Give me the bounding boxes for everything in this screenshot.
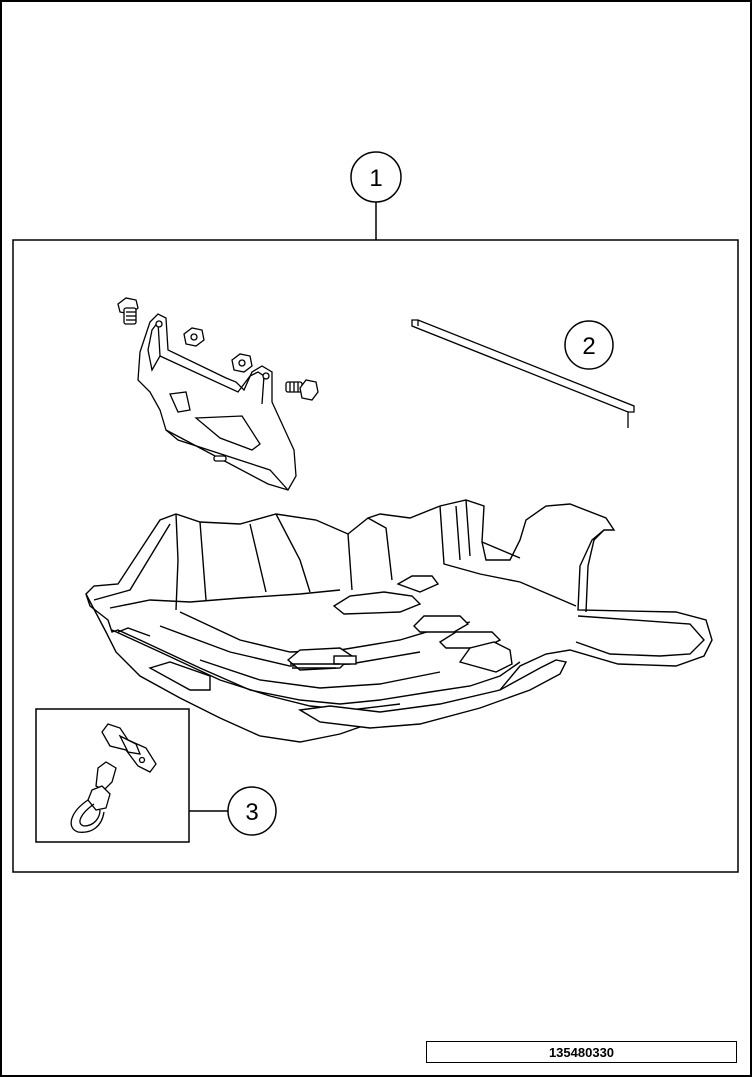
bolt-icon <box>285 379 319 401</box>
nut-icon <box>183 327 205 347</box>
callout-2-label: 2 <box>582 333 595 360</box>
clip-detail-box <box>35 708 190 843</box>
bolt-icon <box>117 297 139 325</box>
skid-plate-icon <box>85 499 713 743</box>
callout-1-label: 1 <box>369 165 382 192</box>
callout-3: 3 <box>35 708 277 843</box>
bracket-icon <box>137 313 297 491</box>
reference-number: 135480330 <box>426 1041 737 1063</box>
strip-icon <box>411 319 635 428</box>
nut-icon <box>231 353 253 373</box>
callout-2: 2 <box>564 320 614 370</box>
clip-icon <box>70 723 157 833</box>
callout-3-label: 3 <box>245 799 258 826</box>
callout-1: 1 <box>350 151 402 240</box>
